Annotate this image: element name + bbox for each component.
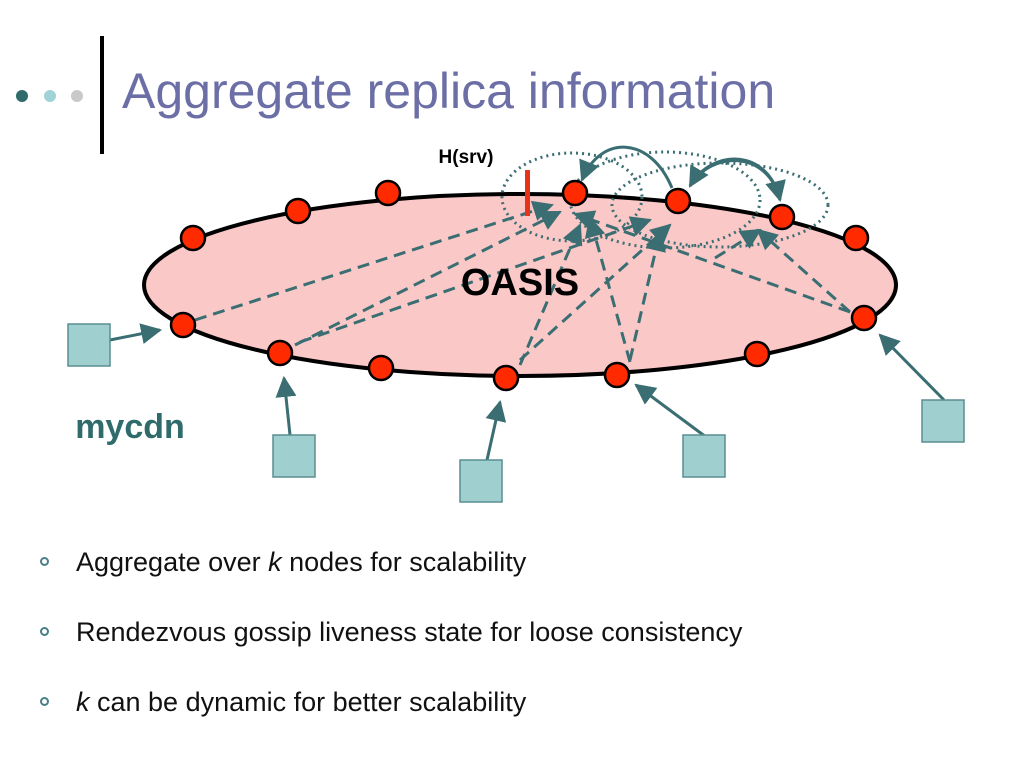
header-dot-light <box>44 90 56 102</box>
dashed-arrow <box>584 215 632 363</box>
client-arrows <box>109 323 946 461</box>
dashed-arrow <box>756 228 851 314</box>
dashed-arrow <box>299 216 652 344</box>
ring-node <box>284 197 312 225</box>
slide-title: Aggregate replica information <box>122 63 776 119</box>
bullet-text-k: k <box>76 687 90 717</box>
bullet-ring-icon <box>40 697 49 706</box>
group-circle-3 <box>610 161 830 249</box>
ring-node <box>842 224 870 252</box>
ring-node <box>169 311 197 339</box>
ring-node <box>743 340 771 368</box>
client-box <box>67 323 111 367</box>
client-label: mycdn <box>75 408 185 446</box>
dashed-arrow <box>518 223 672 362</box>
bullet-ring-icon <box>40 557 49 566</box>
bullet-item: Aggregate over k nodes for scalability <box>40 540 742 610</box>
dashed-arrow <box>628 229 666 361</box>
client-box <box>272 434 316 478</box>
ring-node <box>179 224 207 252</box>
client-arrow <box>634 383 707 439</box>
header-dot-gray <box>71 90 83 102</box>
ring-label: OASIS <box>461 262 579 304</box>
ring-node <box>367 354 395 382</box>
client-box <box>921 399 965 443</box>
ring-node <box>603 361 631 389</box>
hash-marker <box>525 170 530 216</box>
ring-node <box>768 203 796 231</box>
dashed-arrow <box>573 210 851 314</box>
header-dot-dark <box>16 90 28 102</box>
oasis-diagram: OASIS H(srv) mycdn <box>67 145 965 503</box>
bullet-item: k can be dynamic for better scalability <box>40 680 742 750</box>
client-arrow <box>878 333 946 402</box>
client-box <box>459 459 503 503</box>
client-arrow <box>485 399 507 461</box>
header-decoration <box>16 36 104 154</box>
ring-node <box>850 304 878 332</box>
client-arrow <box>275 375 297 436</box>
bullet-ring-icon <box>40 627 49 636</box>
dashed-arrow <box>714 228 762 260</box>
dashed-arrow <box>294 210 562 347</box>
gossip-arrows <box>579 145 786 203</box>
hash-label: H(srv) <box>439 147 494 168</box>
bullet-item: Rendezvous gossip liveness state for loo… <box>40 610 742 680</box>
oasis-ring <box>142 192 898 378</box>
bullet-text-pre: Aggregate over <box>76 547 269 577</box>
client-boxes <box>67 323 965 503</box>
gossip-arrow <box>688 157 782 201</box>
dashed-arrow <box>518 223 583 366</box>
bullet-text-post: nodes for scalability <box>281 547 527 577</box>
gossip-arrow <box>688 159 786 203</box>
bullet-text-pre: Rendezvous gossip liveness state for loo… <box>76 617 743 647</box>
ring-node <box>266 339 294 367</box>
ring-node <box>492 364 520 392</box>
bullet-text-post: can be dynamic for better scalability <box>89 687 527 717</box>
client-box <box>682 434 726 478</box>
ring-node <box>561 179 589 207</box>
aggregation-arrows <box>194 200 851 366</box>
dashed-arrow <box>194 200 554 322</box>
header-divider <box>100 36 104 154</box>
ring-node <box>664 187 692 215</box>
bullet-text-k: k <box>268 547 282 577</box>
bullet-list: Aggregate over k nodes for scalability R… <box>40 540 742 750</box>
ring-node <box>374 179 402 207</box>
gossip-arrow <box>579 145 674 189</box>
client-arrow <box>109 323 163 345</box>
ring-nodes <box>169 179 878 392</box>
